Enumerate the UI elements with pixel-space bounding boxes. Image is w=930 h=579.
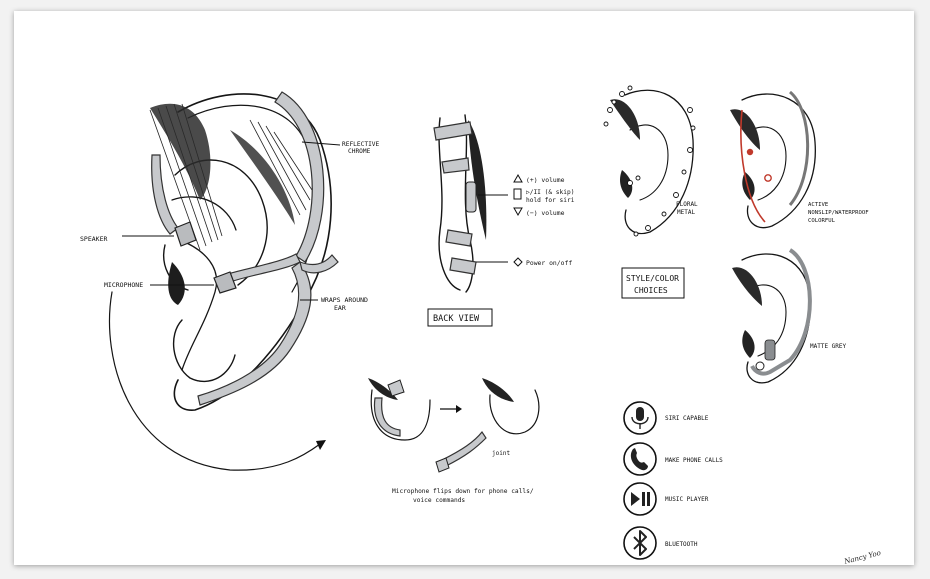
feature-bluetooth: BLUETOOTH <box>623 526 698 560</box>
volume-down-label: (−) volume <box>526 209 565 217</box>
feature-siri: SIRI CAPABLE <box>623 401 709 435</box>
music-player-label: MUSIC PLAYER <box>665 496 709 503</box>
style-color-title: STYLE/COLOR CHOICES <box>626 274 684 295</box>
phone-icon <box>630 448 648 471</box>
back-view-box <box>427 308 493 327</box>
mic-flip-caption: Microphone flips down for phone calls/ v… <box>392 488 537 504</box>
bluetooth-label: BLUETOOTH <box>665 541 698 548</box>
feature-phone: MAKE PHONE CALLS <box>623 442 723 476</box>
floral-metal-ear <box>603 85 696 237</box>
microphone-icon <box>631 407 649 429</box>
microphone-pad <box>213 271 237 294</box>
main-ear-drawing <box>108 91 339 471</box>
active-label: ACTIVE NONSLIP/WATERPROOF COLORFUL <box>808 202 872 224</box>
active-ear <box>730 90 816 229</box>
sketch-sheet: REFLECTIVE CHROME SPEAKER MICROPHONE WRA… <box>14 11 914 565</box>
speaker-label: SPEAKER <box>80 235 107 243</box>
volume-up-label: (+) volume <box>526 176 565 184</box>
signature: Nancy Yoo <box>843 549 882 565</box>
microphone-label: MICROPHONE <box>104 281 143 289</box>
style-color-box <box>621 267 685 299</box>
matte-grey-label: MATTE GREY <box>810 343 847 350</box>
play-pause-icon <box>631 492 650 506</box>
wraps-around-ear-label: WRAPS AROUND EAR <box>321 296 372 312</box>
floral-metal-label: FLORAL METAL <box>676 201 701 216</box>
joint-label: joint <box>492 450 510 457</box>
feature-music: MUSIC PLAYER <box>623 482 709 516</box>
button-icon <box>513 188 522 200</box>
speaker-pad <box>174 221 197 247</box>
reflective-chrome-label: REFLECTIVE CHROME <box>342 141 383 155</box>
mic-flip-drawing <box>368 378 540 473</box>
back-view-title: BACK VIEW <box>433 314 480 324</box>
triangle-down-icon <box>513 207 523 217</box>
back-view-drawing <box>433 114 508 293</box>
triangle-up-icon <box>513 173 523 183</box>
make-phone-calls-label: MAKE PHONE CALLS <box>665 457 723 464</box>
diamond-icon <box>513 257 523 267</box>
power-label: Power on/off <box>526 259 572 267</box>
skip-label: ▷/II (& skip) hold for siri <box>526 189 578 204</box>
concept-sketch: REFLECTIVE CHROME SPEAKER MICROPHONE WRA… <box>80 85 882 565</box>
siri-capable-label: SIRI CAPABLE <box>665 415 709 422</box>
bluetooth-icon <box>633 530 647 556</box>
matte-grey-ear <box>732 248 812 384</box>
